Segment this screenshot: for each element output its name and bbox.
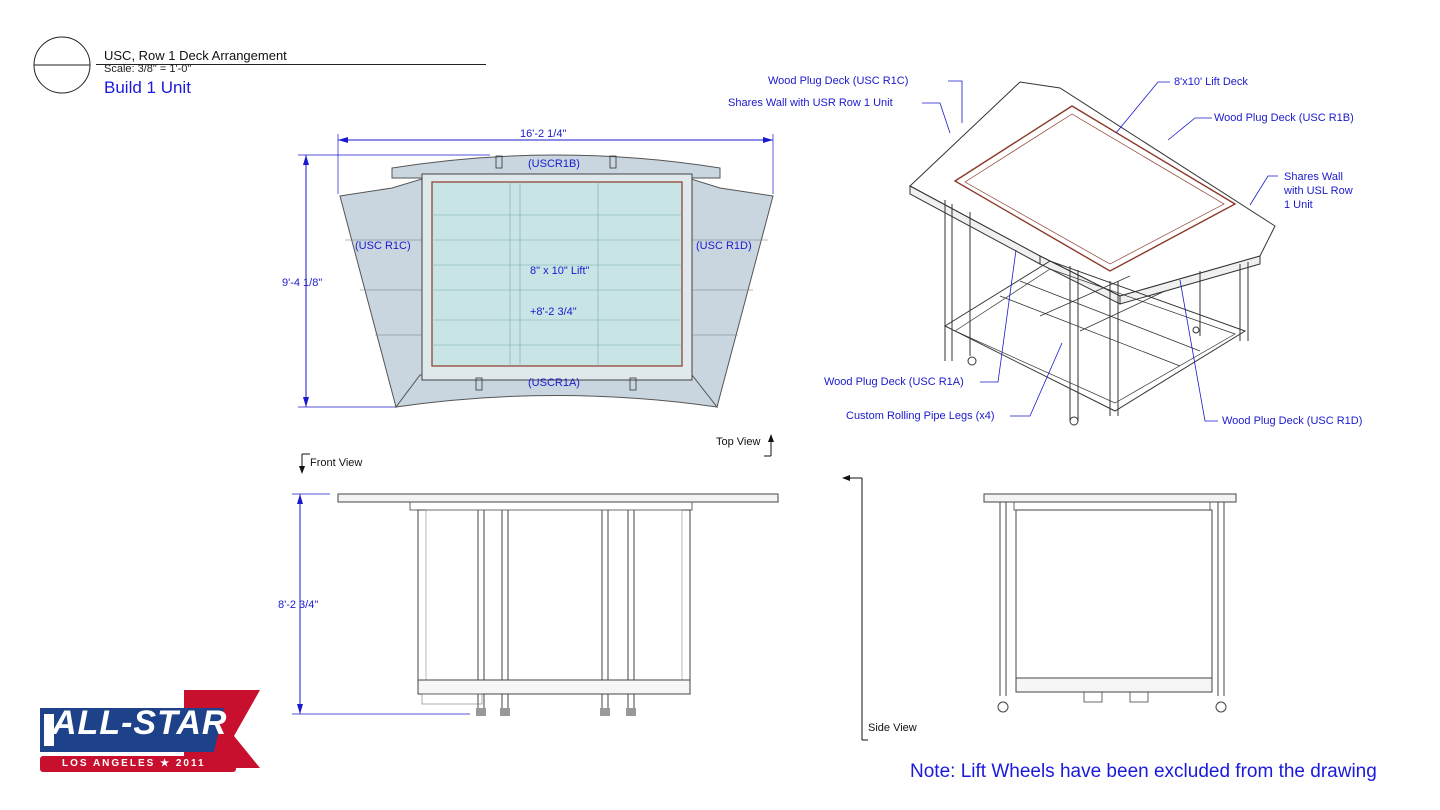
title-circle — [33, 36, 91, 94]
logo-main-text: ALL-STAR — [52, 704, 228, 742]
callout-shares-usl-1: Shares Wall — [1284, 171, 1343, 183]
side-view-drawing — [983, 493, 1237, 713]
side-view-label: Side View — [868, 722, 917, 734]
width-dimension: 16'-2 1/4" — [520, 128, 566, 140]
drawing-note: Note: Lift Wheels have been excluded fro… — [910, 761, 1377, 782]
top-view-label: Top View — [716, 436, 761, 448]
title-underline — [96, 64, 486, 65]
top-view-drawing: 16'-2 1/4" 9'-4 1/8" (USCR1B) (USCR1A) (… — [282, 128, 774, 408]
lift-height-label: +8'-2 3/4" — [530, 306, 577, 318]
top-view-arrow — [764, 434, 774, 457]
drawing-title: USC, Row 1 Deck Arrangement — [104, 48, 287, 63]
logo-sub-text: LOS ANGELES ★ 2011 — [62, 758, 206, 769]
deck-r1b — [391, 154, 721, 179]
deck-r1c — [339, 177, 426, 408]
front-deck-top — [337, 493, 779, 503]
side-view-arrow — [842, 475, 868, 741]
deck-r1d-label: (USC R1D) — [696, 240, 752, 252]
iso-view-drawing — [909, 81, 1276, 426]
front-view-label: Front View — [310, 457, 363, 469]
callout-r1c: Wood Plug Deck (USC R1C) — [768, 75, 909, 87]
all-star-logo — [40, 690, 260, 772]
deck-r1d — [687, 177, 774, 408]
callout-rolling-legs: Custom Rolling Pipe Legs (x4) — [846, 410, 995, 422]
build-quantity: Build 1 Unit — [104, 78, 191, 97]
drawing-scale: Scale: 3/8" = 1'-0" — [104, 63, 192, 75]
callout-shares-usl-3: 1 Unit — [1284, 199, 1313, 211]
callout-r1a: Wood Plug Deck (USC R1A) — [824, 376, 964, 388]
callout-shares-usl-2: with USL Row — [1284, 185, 1353, 197]
iso-lift-deck — [953, 105, 1237, 272]
callout-r1d: Wood Plug Deck (USC R1D) — [1222, 415, 1363, 427]
height-dimension: 8'-2 3/4" — [278, 599, 318, 611]
front-view-arrow — [299, 453, 310, 474]
callout-r1b: Wood Plug Deck (USC R1B) — [1214, 112, 1354, 124]
front-view-drawing: 8'-2 3/4" — [278, 493, 779, 716]
depth-dimension: 9'-4 1/8" — [282, 277, 322, 289]
deck-r1c-label: (USC R1C) — [355, 240, 411, 252]
lift-platform — [431, 181, 683, 367]
front-frame — [417, 509, 691, 689]
deck-r1a-label: (USCR1A) — [528, 377, 580, 389]
lift-label: 8" x 10" Lift" — [530, 265, 590, 277]
callout-lift-deck: 8'x10' Lift Deck — [1174, 76, 1248, 88]
callout-shares-usr: Shares Wall with USR Row 1 Unit — [728, 97, 893, 109]
deck-r1b-label: (USCR1B) — [528, 158, 580, 170]
